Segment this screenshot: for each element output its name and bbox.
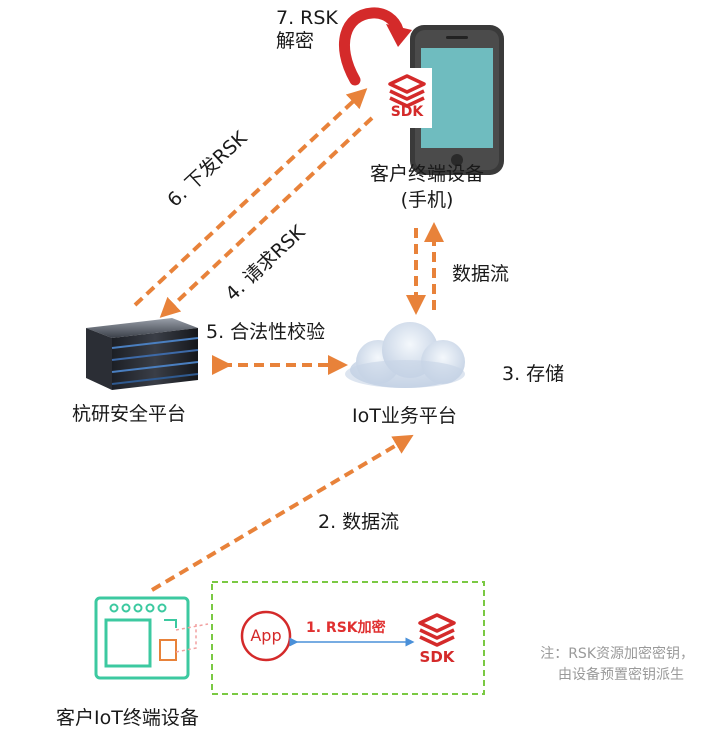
arrow-device-dataflow bbox=[150, 434, 414, 592]
step7-label-line2: 解密 bbox=[276, 30, 315, 52]
step5-label: 5. 合法性校验 bbox=[206, 321, 326, 343]
cloud-title: IoT业务平台 bbox=[352, 405, 457, 427]
arrow-issue-rsk bbox=[133, 88, 368, 307]
chip-box bbox=[211, 581, 485, 695]
app-label: App bbox=[250, 626, 282, 645]
device-sdk-label: SDK bbox=[419, 648, 455, 666]
dataflow-top-label: 数据流 bbox=[452, 263, 510, 285]
step7-label-line1: 7. RSK bbox=[276, 7, 338, 29]
server-title: 杭研安全平台 bbox=[72, 403, 187, 425]
server-icon bbox=[86, 318, 199, 390]
step1-label: 1. RSK加密 bbox=[306, 620, 386, 636]
iot-board-icon bbox=[94, 596, 209, 680]
phone-icon bbox=[410, 25, 504, 175]
device-title: 客户IoT终端设备 bbox=[56, 707, 199, 729]
device-sdk-icon bbox=[418, 613, 456, 647]
note-line1: 注：RSK资源加密密钥， bbox=[540, 646, 694, 662]
cloud-icon bbox=[345, 322, 465, 388]
arrow-request-rsk bbox=[159, 116, 374, 318]
phone-sdk-label: SDK bbox=[390, 104, 424, 120]
decrypt-curved-arrow bbox=[339, 7, 412, 86]
phone-sdk-icon bbox=[382, 68, 432, 128]
phone-title: 客户终端设备 bbox=[369, 163, 484, 185]
step3-label: 3. 存储 bbox=[502, 363, 565, 385]
note-line2: 由设备预置密钥派生 bbox=[558, 667, 684, 683]
app-circle bbox=[240, 610, 292, 662]
step2-label: 2. 数据流 bbox=[318, 511, 400, 533]
phone-subtitle: (手机) bbox=[400, 189, 454, 211]
